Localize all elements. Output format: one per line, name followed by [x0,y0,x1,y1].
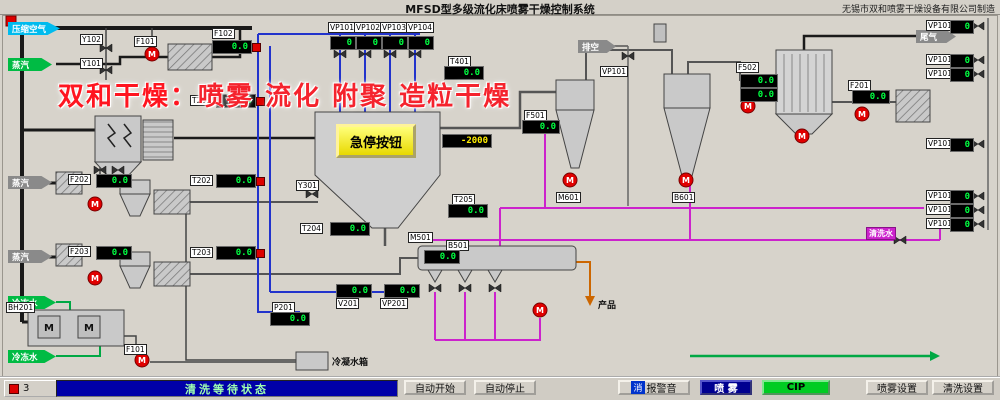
value-display: 0.0 [216,246,265,260]
mute-icon: 消 [631,381,645,394]
tag-vp103: VP103 [380,22,408,33]
ack-button[interactable] [252,43,261,52]
alarm-count: 3 [23,383,30,394]
value-display: 0.0 [96,246,132,260]
value-display: 0.0 [740,88,778,102]
tag-m501: M501 [408,232,433,243]
value-display: 0.0 [852,90,890,104]
button-cip[interactable]: CIP [762,380,830,395]
label: 产品 [598,301,617,311]
value-display: 0 [950,20,974,34]
flow-arrow: 蒸汽 [8,58,52,71]
tag-bh201: BH201 [6,302,36,313]
value-display: 0.0 [216,94,265,108]
tag-y301: Y301 [296,180,319,191]
tag-v201: V201 [336,298,360,309]
tag-f101: F101 [124,344,147,355]
status-bar: 清洗等待状态 [56,380,398,397]
button-label: CIP [786,382,806,393]
value-display: 0 [950,54,974,68]
tag-t202: T202 [190,175,213,186]
value-display: 0 [330,36,356,50]
flow-arrow: 冷冻水 [8,350,56,363]
alarm-counter-button[interactable]: 3 [4,380,60,397]
flow-arrow: 尾气 [916,30,956,43]
button-label: 自动停止 [485,384,525,395]
button-label: 自动开始 [415,384,455,395]
value-display: 0.0 [444,66,484,80]
tag-b601: B601 [672,192,696,203]
tag-y101: Y101 [80,58,103,69]
status-message: 清洗等待状态 [185,382,269,396]
button-mute-alarm[interactable]: 消报警音 [618,380,690,395]
ack-button[interactable] [256,249,265,258]
value-display: 0 [950,204,974,218]
flow-arrow: 蒸汽 [8,250,52,263]
tag-t204: T204 [300,223,323,234]
button-auto-stop[interactable]: 自动停止 [474,380,536,395]
title-bar: MFSD型多级流化床喷雾干燥控制系统 无锡市双和喷雾干燥设备有限公司制造 [0,0,1000,16]
label: 清洗水 [866,227,896,240]
button-label: 报警音 [646,384,677,395]
button-clean-settings[interactable]: 清洗设置 [932,380,994,395]
value-display: 0 [382,36,408,50]
tag-vp201: VP201 [380,298,408,309]
emergency-stop-button[interactable]: 急停按钮 [336,124,416,158]
button-label: 喷 雾 [714,384,738,395]
value-display: 0 [408,36,434,50]
tag-vp102: VP102 [354,22,382,33]
tag-vp101: VP101 [600,66,628,77]
value-display: 0 [950,190,974,204]
value-display: 0 [356,36,382,50]
button-label: 喷雾设置 [877,384,917,395]
page-title: MFSD型多级流化床喷雾干燥控制系统 [405,3,595,16]
value-display: 0.0 [740,74,778,88]
ack-button[interactable] [256,177,265,186]
tag-f102: F102 [212,28,235,39]
flow-arrow: 蒸汽 [8,176,52,189]
flow-arrow: 压缩空气 [8,22,60,35]
value-display: 0.0 [216,174,265,188]
value-display: 0.0 [522,120,560,134]
tag-f101: F101 [134,36,157,47]
tag-f502: F502 [736,62,759,73]
button-auto-start[interactable]: 自动开始 [404,380,466,395]
alarm-chip-icon [9,383,19,394]
tag-vp101: VP101 [328,22,356,33]
tag-t203: T203 [190,247,213,258]
ack-button[interactable] [256,97,265,106]
value-display: 0 [950,138,974,152]
label: 冷凝水箱 [332,358,369,368]
value-display: 0.0 [336,284,372,298]
button-spray-settings[interactable]: 喷雾设置 [866,380,928,395]
value-display: 0.0 [212,40,261,54]
value-display: 0.0 [330,222,370,236]
tag-t201: T201 [190,95,213,106]
button-label: 清洗设置 [943,384,983,395]
value-display: 0.0 [270,312,310,326]
value-display: -2000 [442,134,492,148]
flow-arrow: 排空 [578,40,616,53]
value-display: 0 [950,218,974,232]
tag-y102: Y102 [80,34,103,45]
manufacturer-label: 无锡市双和喷雾干燥设备有限公司制造 [841,5,995,15]
tag-vp104: VP104 [406,22,434,33]
value-display: 0.0 [448,204,488,218]
button-spray[interactable]: 喷 雾 [700,380,752,395]
tag-m601: M601 [556,192,581,203]
value-display: 0.0 [96,174,132,188]
value-display: 0.0 [384,284,420,298]
value-display: 0 [950,68,974,82]
tag-f202: F202 [68,174,91,185]
bottom-toolbar: 3 清洗等待状态 自动开始 自动停止 消报警音 喷 雾 CIP 喷雾设置 清洗设置 [0,376,1000,400]
tag-f203: F203 [68,246,91,257]
value-display: 0.0 [424,250,460,264]
